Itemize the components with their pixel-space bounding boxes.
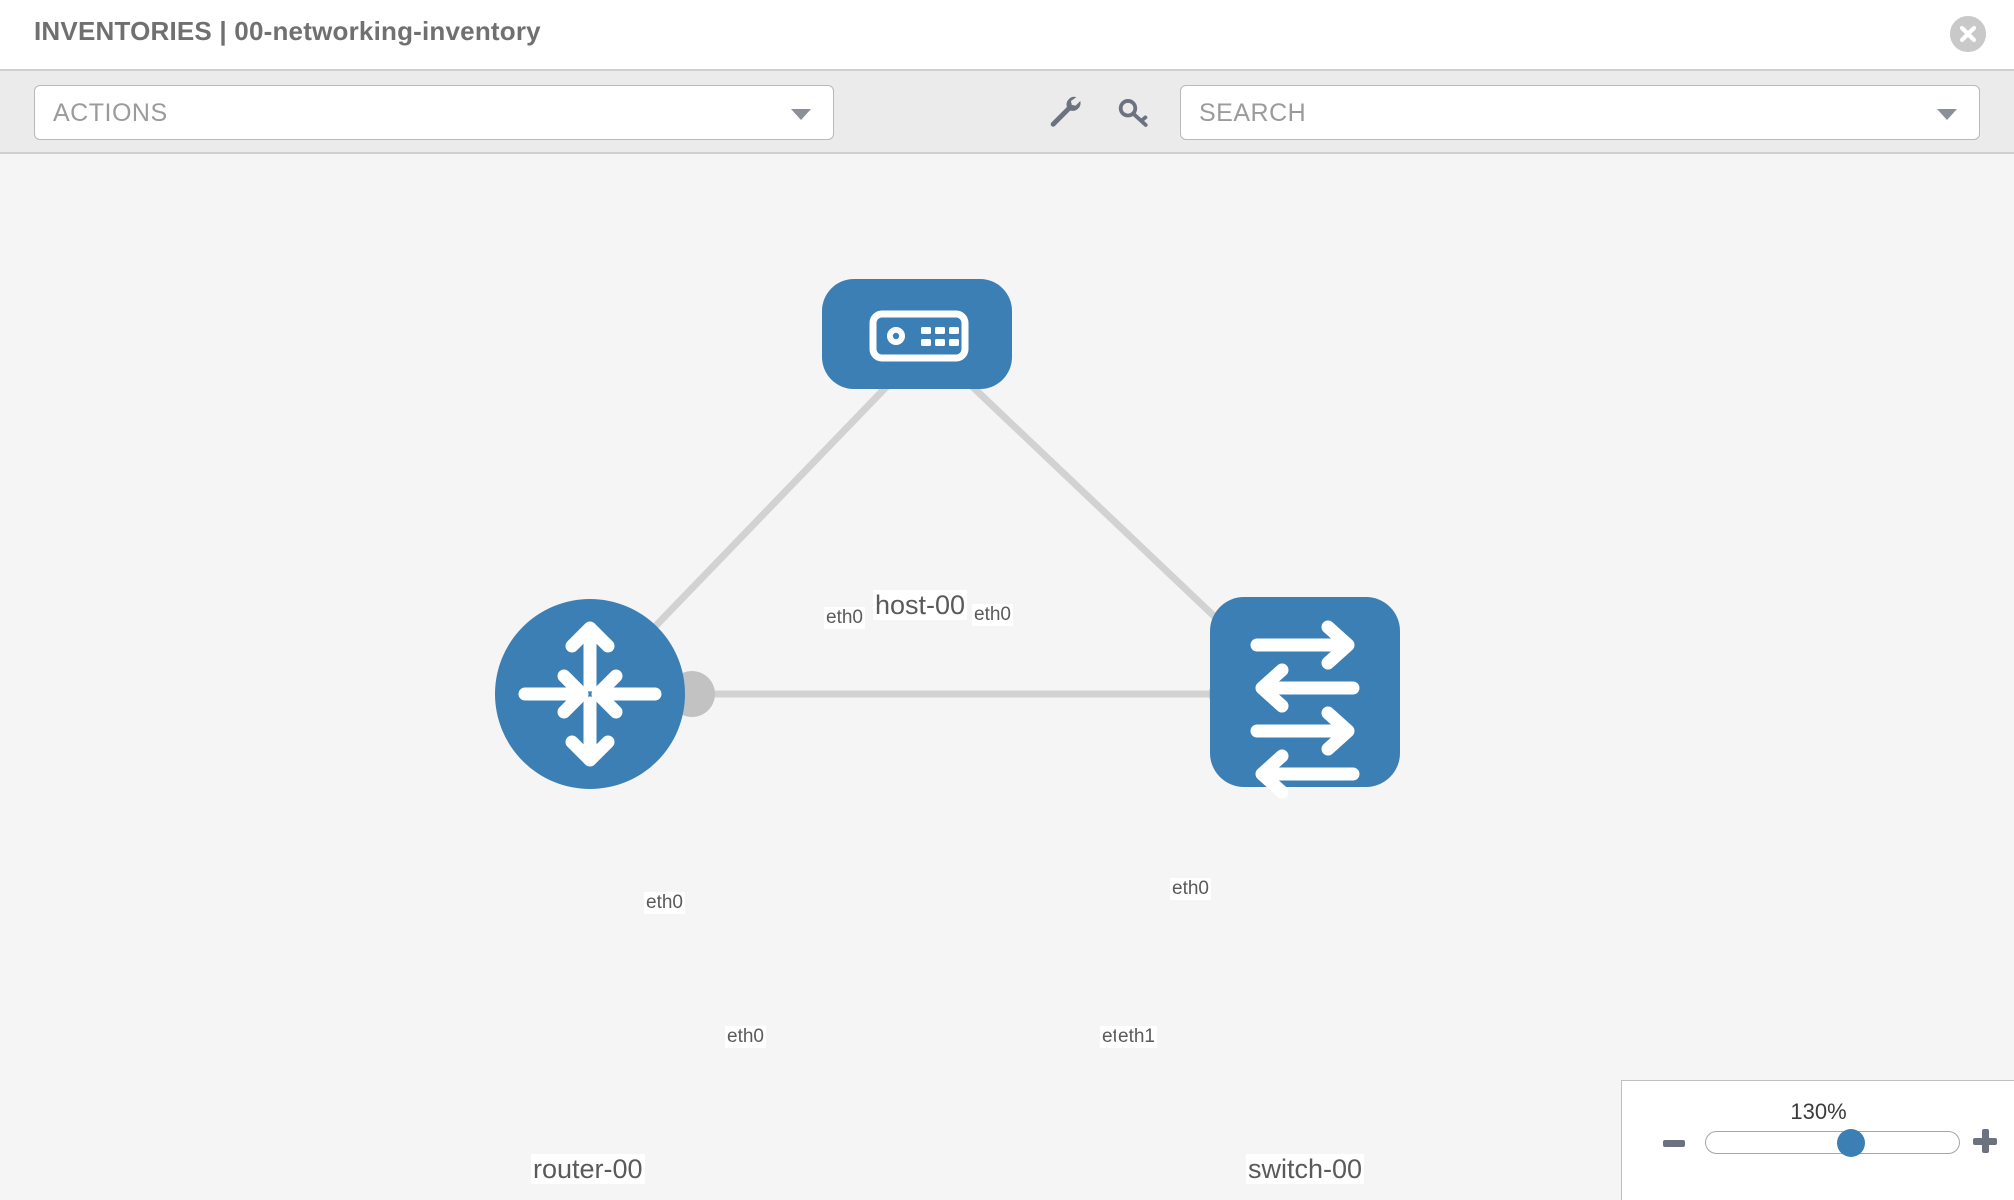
node-router-00[interactable]: [495, 599, 685, 789]
edge-label-host00-eth0-right: eth0: [972, 604, 1013, 626]
node-switch-00[interactable]: [1210, 597, 1400, 799]
chevron-down-icon: [791, 109, 811, 120]
switch-arrows-icon: [1250, 620, 1360, 799]
node-label-host-00: host-00: [873, 590, 968, 621]
edge-label-router00-eth0-east: eth0: [725, 1026, 766, 1048]
toolbar: ACTIONS SEARCH: [0, 69, 2014, 154]
topology-graph: [495, 279, 1400, 799]
zoom-slider-track[interactable]: [1705, 1131, 1960, 1154]
zoom-in-button[interactable]: [1973, 1129, 1997, 1153]
page-header: INVENTORIES | 00-networking-inventory: [0, 0, 2014, 69]
wrench-icon[interactable]: [1046, 93, 1084, 131]
node-label-switch-00: switch-00: [1246, 1154, 1365, 1185]
search-placeholder: SEARCH: [1199, 99, 1307, 127]
topology-canvas[interactable]: eth0 host-00 eth0 eth0 eth0 eth0 eth eth…: [0, 154, 2014, 1200]
server-icon: [869, 310, 969, 362]
node-label-router-00: router-00: [531, 1154, 645, 1185]
page-title: INVENTORIES | 00-networking-inventory: [34, 16, 541, 46]
node-host-00[interactable]: [822, 279, 1012, 389]
actions-dropdown[interactable]: ACTIONS: [34, 85, 834, 140]
zoom-level-label: 130%: [1790, 1099, 1847, 1124]
search-input[interactable]: SEARCH: [1180, 85, 1980, 140]
zoom-control-panel: 130%: [1621, 1080, 2014, 1200]
zoom-slider-thumb[interactable]: [1837, 1129, 1865, 1157]
zoom-out-button[interactable]: [1663, 1140, 1685, 1147]
edge-label-switch00-eth0-north: eth0: [1170, 878, 1211, 900]
actions-dropdown-label: ACTIONS: [53, 99, 168, 127]
key-icon[interactable]: [1115, 93, 1153, 131]
edge-label-switch00-eth1: eth1: [1116, 1026, 1157, 1048]
graph-edges: [587, 351, 1290, 698]
edge-label-router00-eth0-north: eth0: [644, 892, 685, 914]
router-arrows-icon: [518, 621, 662, 767]
edge-label-host00-eth0-left: eth0: [824, 607, 865, 629]
chevron-down-icon: [1937, 109, 1957, 120]
close-icon[interactable]: [1950, 16, 1986, 52]
